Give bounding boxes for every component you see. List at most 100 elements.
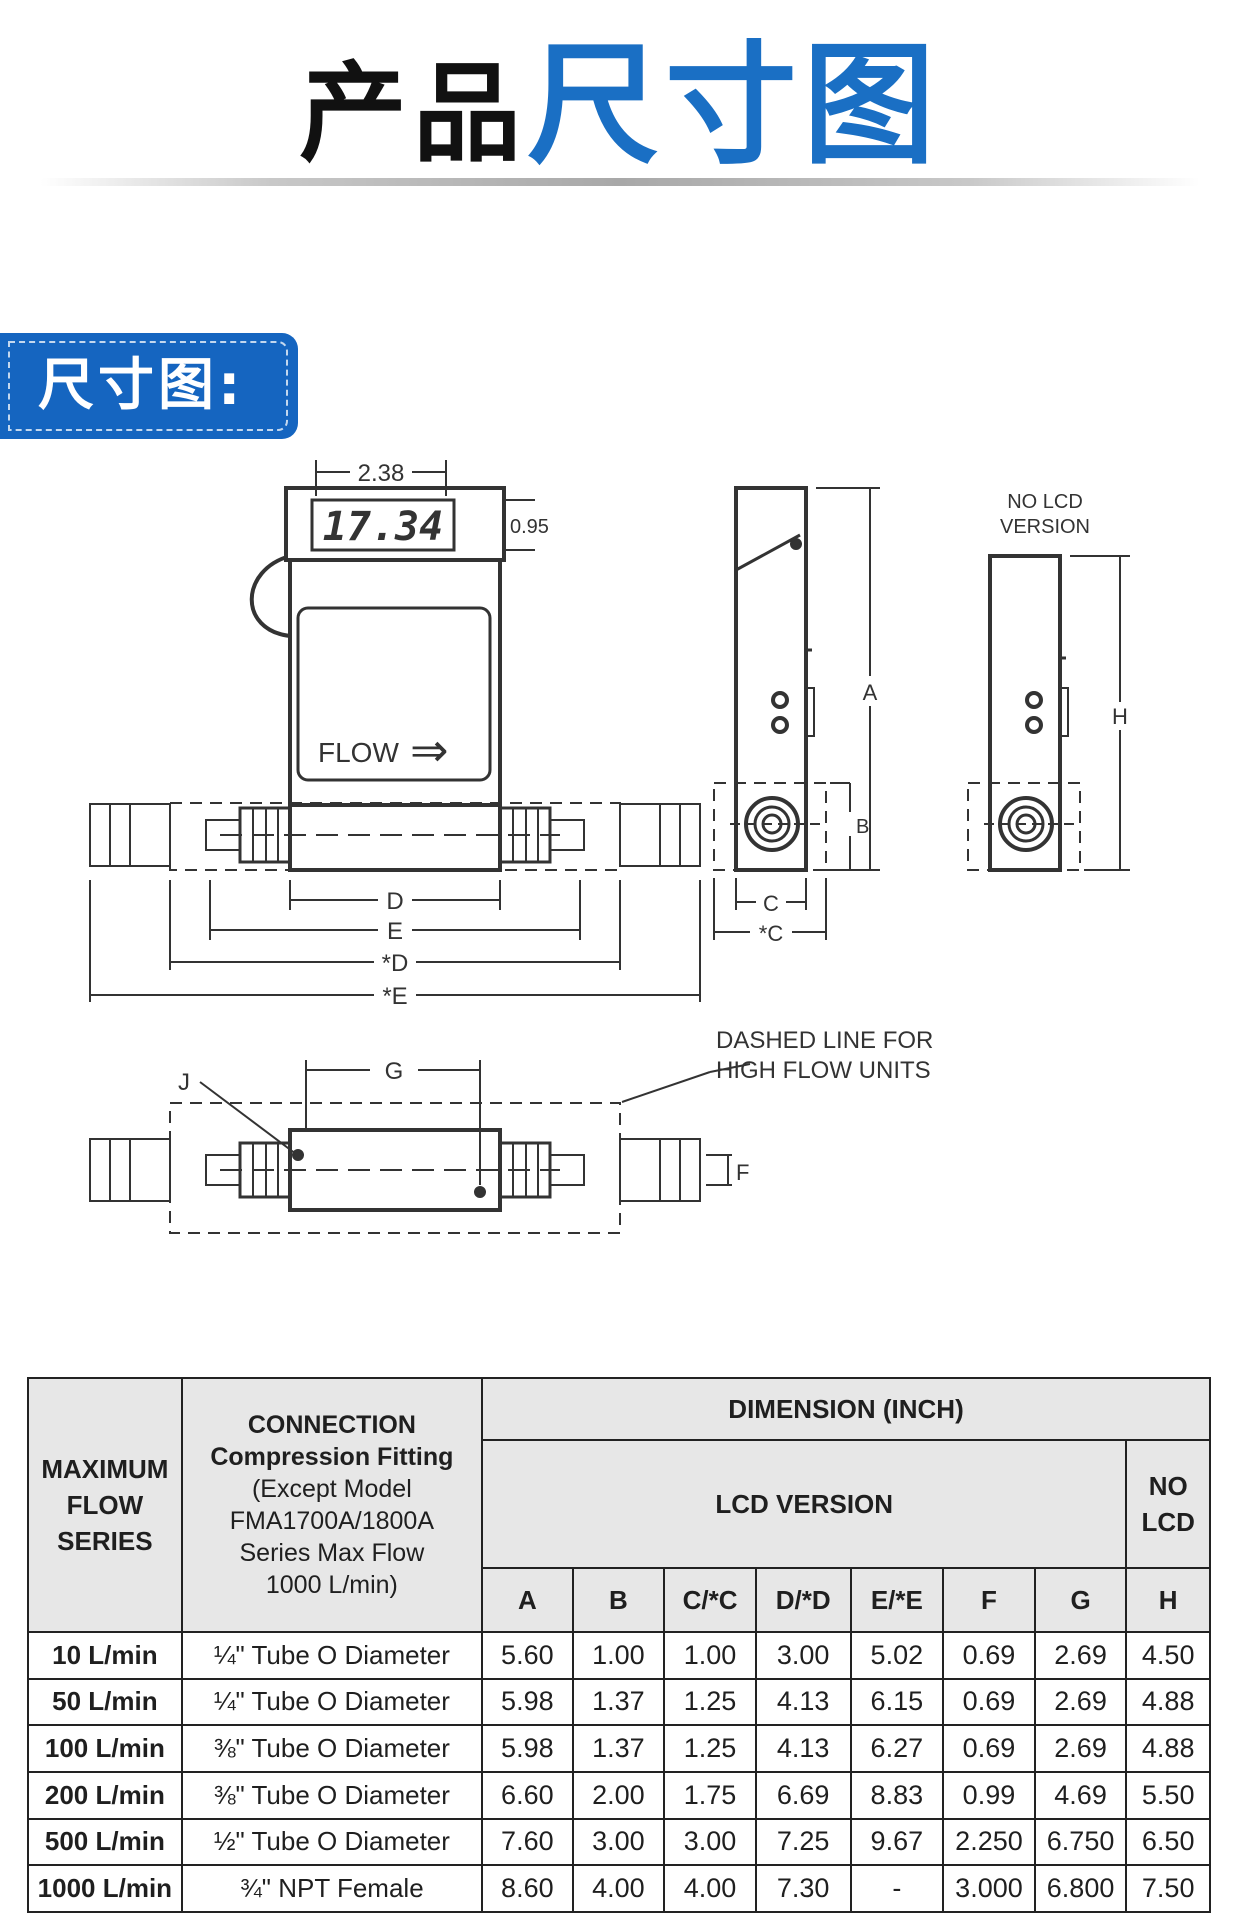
- cell-dimension: -: [849, 1864, 945, 1913]
- cell-flow-series: 50 L/min: [27, 1677, 183, 1727]
- dim-e: E: [387, 918, 403, 945]
- dim-g: G: [385, 1058, 404, 1085]
- lcd-reading: 17.34: [323, 504, 443, 550]
- dim-b: B: [856, 816, 869, 838]
- cell-dimension: 6.50: [1125, 1817, 1211, 1867]
- cell-dimension: 2.00: [571, 1770, 666, 1820]
- cell-dimension: 1.37: [571, 1677, 666, 1727]
- cell-dimension: 6.750: [1033, 1817, 1128, 1867]
- dim-star-c: *C: [759, 921, 784, 946]
- cell-connection: ½" Tube O Diameter: [180, 1817, 484, 1867]
- header-col-f: F: [942, 1567, 1036, 1633]
- front-view: 17.34 FLOW ⇒ 2.38 0.95 D E: [89, 460, 701, 1010]
- no-lcd-title-line2: VERSION: [1000, 516, 1090, 538]
- dim-a: A: [863, 680, 878, 705]
- cell-dimension: 5.98: [481, 1677, 574, 1727]
- top-view: J G F DASHED LINE FOR HIGH FLOW UNITS: [89, 1027, 933, 1234]
- cell-dimension: 4.00: [571, 1864, 666, 1913]
- dim-0-95: 0.95: [510, 516, 549, 538]
- cell-dimension: 5.50: [1125, 1770, 1211, 1820]
- no-lcd-title-line1: NO LCD: [1007, 491, 1083, 513]
- cell-flow-series: 200 L/min: [27, 1770, 183, 1820]
- dimension-drawing: 17.34 FLOW ⇒ 2.38 0.95 D E: [89, 460, 1130, 1234]
- cell-dimension: 6.60: [481, 1770, 574, 1820]
- cell-dimension: 4.69: [1033, 1770, 1128, 1820]
- cell-dimension: 6.69: [754, 1770, 852, 1820]
- cell-dimension: 2.250: [942, 1817, 1036, 1867]
- dim-f: F: [736, 1160, 749, 1185]
- section-tag-dashed-border: [8, 341, 288, 431]
- cell-connection: ⅜" Tube O Diameter: [180, 1724, 484, 1773]
- cell-dimension: 4.88: [1125, 1724, 1211, 1773]
- label-panel: [296, 606, 492, 782]
- cell-flow-series: 10 L/min: [27, 1631, 183, 1680]
- dashed-line-note-2: HIGH FLOW UNITS: [716, 1057, 931, 1084]
- no-lcd-highflow-outline: [967, 782, 1081, 871]
- cell-dimension: 1.00: [571, 1631, 666, 1680]
- header-col-g: G: [1033, 1567, 1128, 1633]
- cell-dimension: 6.27: [849, 1724, 945, 1773]
- cell-dimension: 7.50: [1125, 1864, 1211, 1913]
- dim-h: H: [1112, 704, 1128, 729]
- cell-dimension: 3.000: [942, 1864, 1036, 1913]
- front-left-tube: [205, 819, 241, 851]
- header-lcd-version: LCD VERSION: [481, 1439, 1128, 1569]
- cell-dimension: 1.75: [663, 1770, 757, 1820]
- header-col-e: E/*E: [849, 1567, 945, 1633]
- dashed-line-note-1: DASHED LINE FOR: [716, 1027, 933, 1054]
- section-tag-label: 尺寸图:: [38, 353, 245, 418]
- cell-dimension: 3.00: [754, 1631, 852, 1680]
- cell-dimension: 0.69: [942, 1677, 1036, 1727]
- header-col-b: B: [571, 1567, 666, 1633]
- cell-dimension: 3.00: [571, 1817, 666, 1867]
- header-dimension-inch: DIMENSION (INCH): [481, 1377, 1211, 1441]
- cell-dimension: 2.69: [1033, 1631, 1128, 1680]
- cell-dimension: 6.15: [849, 1677, 945, 1727]
- page-title-blue: 尺寸图: [527, 29, 941, 183]
- side-highflow-outline: [713, 782, 827, 871]
- cell-flow-series: 100 L/min: [27, 1724, 183, 1773]
- header-divider: [40, 178, 1200, 186]
- header-col-c: C/*C: [663, 1567, 757, 1633]
- cell-dimension: 1.25: [663, 1677, 757, 1727]
- cell-dimension: 2.69: [1033, 1677, 1128, 1727]
- header-col-d: D/*D: [754, 1567, 852, 1633]
- dim-c: C: [763, 891, 779, 916]
- cell-dimension: 8.60: [481, 1864, 574, 1913]
- cell-dimension: 9.67: [849, 1817, 945, 1867]
- flow-label: FLOW: [318, 737, 399, 768]
- cell-connection: ¾" NPT Female: [180, 1864, 484, 1913]
- cell-dimension: 5.60: [481, 1631, 574, 1680]
- dim-2-38: 2.38: [358, 460, 405, 487]
- cell-dimension: 3.00: [663, 1817, 757, 1867]
- front-right-tube: [549, 819, 585, 851]
- cell-dimension: 6.800: [1033, 1864, 1128, 1913]
- cell-dimension: 2.69: [1033, 1724, 1128, 1773]
- header-col-a: A: [481, 1567, 574, 1633]
- cable-loop: [249, 554, 291, 638]
- cell-dimension: 0.99: [942, 1770, 1036, 1820]
- cell-dimension: 0.69: [942, 1631, 1036, 1680]
- no-lcd-view: NO LCD VERSION H: [967, 491, 1130, 872]
- dim-star-d: *D: [382, 950, 409, 977]
- cell-dimension: 0.69: [942, 1724, 1036, 1773]
- cell-dimension: 5.02: [849, 1631, 945, 1680]
- page-title: 产品尺寸图: [0, 36, 1240, 185]
- cell-dimension: 4.88: [1125, 1677, 1211, 1727]
- cell-flow-series: 500 L/min: [27, 1817, 183, 1867]
- side-view: A B C *C: [713, 486, 880, 946]
- flow-arrow-icon: ⇒: [410, 724, 449, 776]
- dim-star-e: *E: [382, 983, 407, 1010]
- cell-dimension: 7.60: [481, 1817, 574, 1867]
- cell-dimension: 7.25: [754, 1817, 852, 1867]
- header-max-flow-series: MAXIMUM FLOW SERIES: [27, 1377, 183, 1633]
- header-no-lcd: NO LCD: [1125, 1439, 1211, 1569]
- dim-d: D: [386, 888, 403, 915]
- dim-j: J: [178, 1069, 190, 1096]
- cell-dimension: 5.98: [481, 1724, 574, 1773]
